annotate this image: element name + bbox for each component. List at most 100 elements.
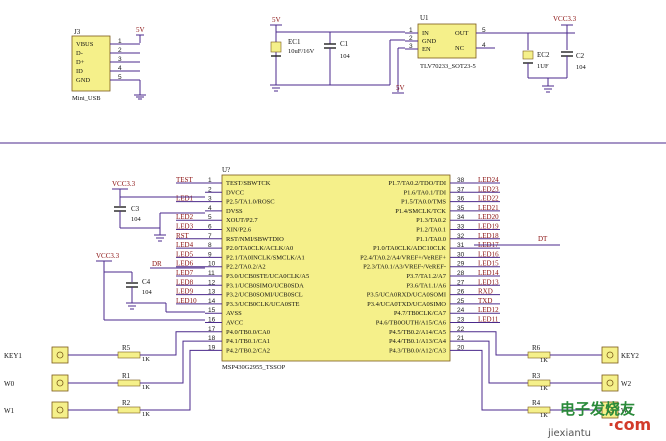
key-pad-hole <box>56 406 64 414</box>
mcu-pin-label: P4.4/TB0.1/A13/CA4 <box>389 338 447 345</box>
mcu-pin-label: P4.7/TB0CLK/CA7 <box>394 310 447 317</box>
key-pad <box>51 346 69 364</box>
cap-c1-ref: C1 <box>340 40 349 48</box>
key-trace <box>474 331 528 356</box>
mcu-pin-number: 14 <box>208 298 216 305</box>
mcu-body <box>221 174 451 362</box>
mcu-pin-label: P1.5/TA0.0/TMS <box>401 199 446 206</box>
mcu-net-label: LED4 <box>176 241 194 249</box>
regulator-pin-label: EN <box>422 46 431 53</box>
mcu-pin-number: 37 <box>457 186 465 193</box>
usb-body <box>71 35 111 92</box>
mcu-pin-label: DVCC <box>226 189 244 196</box>
usb-pin-number: 4 <box>118 65 122 72</box>
dt-net-label: DT <box>538 235 548 243</box>
mcu-pin-number: 12 <box>208 279 216 286</box>
regulator-pin-label: GND <box>422 38 436 45</box>
key-trace <box>474 340 528 384</box>
mcu-net-label: LED7 <box>176 269 194 277</box>
mcu-pin-number: 24 <box>457 307 465 314</box>
mcu-pin-number: 29 <box>457 261 465 268</box>
mcu-pin-number: 9 <box>208 251 212 258</box>
usb-pin-label: D- <box>76 50 83 57</box>
mcu-pin-label: P1.2/TA0.1 <box>416 227 446 234</box>
mcu-pin-number: 2 <box>208 186 212 193</box>
resistor-body <box>117 406 141 414</box>
mcu-net-label: LED2 <box>176 213 194 221</box>
mcu-ref: U? <box>222 166 230 174</box>
mcu-pin-number: 18 <box>208 335 216 342</box>
mcu-pin-label: P3.2/UCB0SOMI/UCB0SCL <box>226 292 303 299</box>
mcu-pin-number: 10 <box>208 261 216 268</box>
mcu-pin-number: 7 <box>208 233 212 240</box>
watermark-en: jiexiantu <box>547 428 591 439</box>
mcu-net-label: LED6 <box>176 260 194 268</box>
mcu-net-label: LED13 <box>478 278 499 286</box>
mcu-pin-label: P4.1/TB0.1/CA1 <box>226 338 270 345</box>
mcu-pin-label: P2.5/TA1.0/ROSC <box>226 199 275 206</box>
mcu-pin-number: 32 <box>457 233 465 240</box>
mcu-net-label: LED1 <box>176 195 194 203</box>
mcu-pin-number: 19 <box>208 344 216 351</box>
regulator-name: TLV70233_SOT23-5 <box>420 63 476 70</box>
resistor-value: 1K <box>540 357 548 364</box>
mcu-pin-label: P4.6/TB0OUTH/A15/CA6 <box>376 320 447 327</box>
mcu-pin-number: 31 <box>457 242 465 249</box>
regulator-out-supply: VCC3.3 <box>553 15 577 23</box>
regulator-pin-label: IN <box>422 30 429 37</box>
mcu-pin-number: 38 <box>457 177 465 184</box>
mcu-pin-number: 8 <box>208 242 212 249</box>
mcu-net-label: LED24 <box>478 176 499 184</box>
mcu-pin-number: 3 <box>208 196 212 203</box>
mcu-pin-label: P1.4/SMCLK/TCK <box>395 208 446 215</box>
mcu-pin-label: P3.1/UCB0SIMO/UCB0SDA <box>226 282 304 289</box>
ground-symbol <box>134 94 146 100</box>
mcu-pin-number: 6 <box>208 224 212 231</box>
mcu-pin-number: 35 <box>457 205 465 212</box>
mcu-net-label: LED5 <box>176 250 194 258</box>
cap-c2-ref: C2 <box>576 52 585 60</box>
mcu-pin-label: P1.1/TA0.0 <box>416 236 446 243</box>
mcu-pin-label: P2.2/TA0.2/A2 <box>226 264 266 271</box>
cap-ec1-ref: EC1 <box>288 38 301 46</box>
mcu-pin-number: 28 <box>457 270 465 277</box>
key-pad-hole <box>606 379 614 387</box>
resistor-value: 1K <box>540 412 548 419</box>
mcu-net-label: LED9 <box>176 288 194 296</box>
mcu-net-label: TEST <box>176 176 193 184</box>
mcu-pin-label: P3.5/UCA0RXD/UCA0SOMI <box>367 292 446 299</box>
mcu-pin-number: 1 <box>208 177 212 184</box>
usb-pin-label: ID <box>76 68 83 75</box>
mcu-pin-label: TEST/SBWTCK <box>226 180 271 187</box>
mcu-pin-label: AVSS <box>226 310 242 317</box>
vcc-net-b: VCC3.3 <box>96 252 120 260</box>
mcu-net-label: TXD <box>478 297 492 305</box>
mcu-pin-number: 16 <box>208 317 216 324</box>
mcu-pin-number: 27 <box>457 279 465 286</box>
cap-ec2-ref: EC2 <box>537 51 550 59</box>
mcu-pin-number: 26 <box>457 289 465 296</box>
mcu-net-label: LED3 <box>176 223 194 231</box>
mcu-net-label: LED16 <box>478 250 499 258</box>
key-pad-hole <box>56 379 64 387</box>
mcu-net-label: LED20 <box>478 213 499 221</box>
vcc-net-a: VCC3.3 <box>112 180 136 188</box>
mcu-pin-label: P3.6/TA1.1/A6 <box>406 282 446 289</box>
mcu-net-label: LED14 <box>478 269 499 277</box>
regulator-en-supply: 5V <box>396 84 405 92</box>
left-key-label: KEY1 <box>4 352 22 360</box>
mcu-pin-number: 23 <box>457 317 465 324</box>
regulator-ref: U1 <box>420 14 429 22</box>
dr-net-label: DR <box>152 260 162 268</box>
cap-c3-ref: C3 <box>131 205 140 213</box>
cap-c3-value: 104 <box>131 216 142 223</box>
mcu-pin-label: XOUT/P2.7 <box>226 217 258 224</box>
regulator-pin-number: 1 <box>409 27 413 34</box>
right-key-label: KEY2 <box>621 352 639 360</box>
mcu-net-label: LED23 <box>478 185 499 193</box>
resistor-body <box>117 379 141 387</box>
